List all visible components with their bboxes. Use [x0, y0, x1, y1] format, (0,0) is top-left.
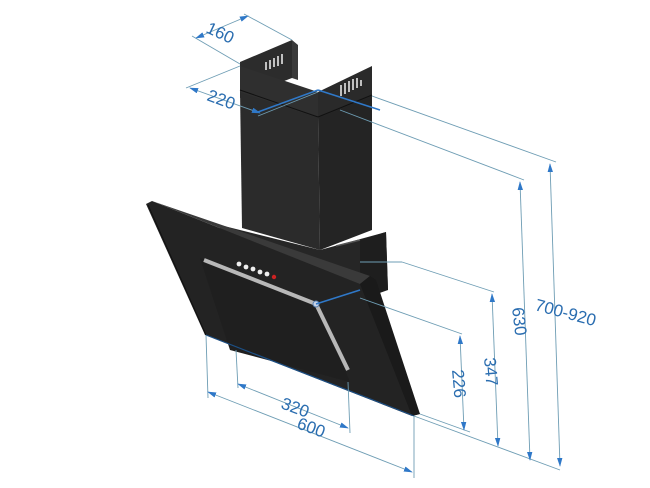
button-icon — [236, 261, 242, 267]
dim-label-hood-height: 347 — [480, 357, 501, 387]
trim-strip-top — [203, 258, 317, 306]
vent-slots-icon — [265, 54, 283, 70]
button-icon — [264, 271, 270, 277]
button-icon — [250, 266, 256, 272]
indicator-led-icon — [271, 274, 277, 280]
trim-strip-side — [315, 305, 350, 371]
chimney-front-face — [240, 90, 320, 250]
control-buttons — [236, 261, 277, 280]
dimension-lines — [185, 13, 563, 478]
dim-label-front-height: 226 — [448, 369, 469, 399]
chimney-side-face — [318, 94, 372, 250]
vent-slots-icon — [340, 78, 362, 96]
dim-label-min-total-height: 630 — [508, 306, 530, 336]
hood-body — [146, 201, 420, 417]
inner-panel — [200, 258, 350, 382]
dim-label-chimney-width: 220 — [205, 86, 238, 114]
chimney — [239, 40, 373, 250]
button-icon — [257, 269, 263, 275]
dim-label-total-height-range: 700-920 — [533, 296, 598, 331]
button-icon — [243, 264, 249, 270]
